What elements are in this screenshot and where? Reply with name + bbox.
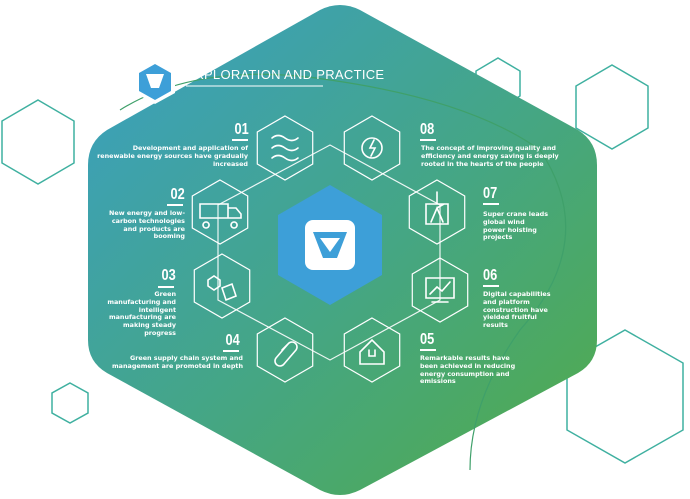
item-text-07: Super crane leads global wind power hois… — [483, 210, 549, 242]
item-number-02: 02 — [170, 186, 185, 203]
item-number-05: 05 — [420, 331, 435, 348]
title: EXPLORATION AND PRACTICE — [186, 67, 385, 82]
item-number-01: 01 — [234, 121, 249, 138]
item-underline-02 — [167, 204, 183, 206]
title-logo-icon — [135, 60, 175, 104]
decor-curve — [119, 73, 567, 471]
node-hexagon-01 — [256, 115, 314, 181]
item-underline-01 — [232, 139, 248, 141]
item-text-01: Development and application of renewable… — [97, 144, 248, 168]
item-underline-06 — [483, 285, 499, 287]
node-hexagon-02 — [191, 179, 249, 245]
center-logo-icon — [305, 220, 355, 270]
node-hexagon-07 — [408, 179, 466, 245]
node-hexagon-04 — [256, 317, 314, 383]
item-text-05: Remarkable results have been achieved in… — [420, 354, 516, 386]
node-hexagon-03 — [193, 253, 251, 319]
energy-cycle-icon — [361, 137, 383, 159]
item-underline-05 — [420, 349, 436, 351]
item-text-06: Digital capabilities and platform constr… — [483, 290, 551, 330]
item-underline-08 — [420, 139, 436, 141]
nut-bolt-icon — [207, 275, 237, 302]
waves-icon — [271, 134, 299, 162]
decor-hexagon-left — [1, 99, 75, 185]
dump-truck-icon — [199, 203, 242, 229]
decor-hexagon-top-right — [575, 64, 649, 150]
item-number-07: 07 — [483, 185, 498, 202]
decor-hexagon-bottom-left — [51, 382, 89, 424]
crane-wind-turbine-icon — [425, 191, 449, 225]
item-number-06: 06 — [483, 267, 498, 284]
item-underline-07 — [483, 203, 499, 205]
item-number-04: 04 — [225, 332, 240, 349]
node-hexagon-05 — [343, 317, 401, 383]
node-hexagon-06 — [411, 257, 469, 323]
item-underline-04 — [223, 350, 239, 352]
node-hexagon-08 — [343, 115, 401, 181]
item-text-03: Green manufacturing and intelligent manu… — [107, 290, 176, 337]
chart-monitor-icon — [425, 277, 455, 303]
item-text-08: The concept of improving quality and eff… — [421, 144, 559, 168]
item-number-03: 03 — [161, 267, 176, 284]
item-number-08: 08 — [420, 121, 435, 138]
item-text-02: New energy and low-carbon technologies a… — [109, 209, 185, 241]
item-text-04: Green supply chain system and management… — [112, 354, 243, 370]
item-underline-03 — [158, 286, 174, 288]
chain-link-icon — [274, 341, 298, 367]
ring-hexagon — [217, 144, 441, 361]
house-plug-icon — [359, 338, 385, 365]
